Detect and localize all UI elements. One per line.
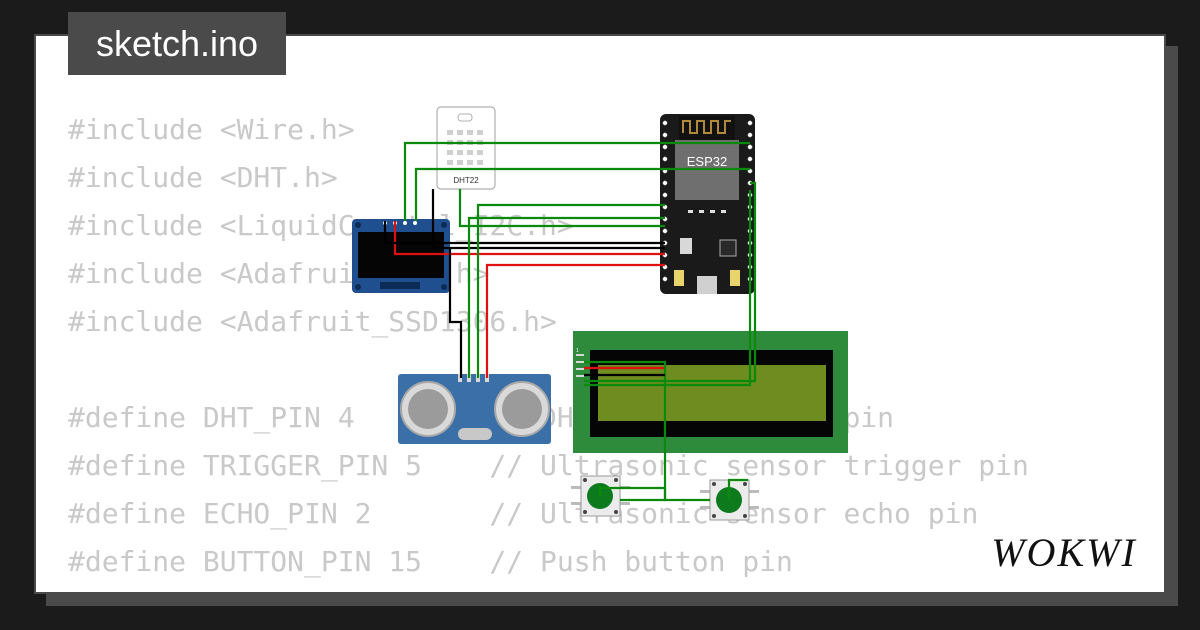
code-line: #include <Wire.h> [68,113,355,146]
hcsr04-sensor[interactable] [398,374,551,444]
wokwi-wordmark: WOKWI [991,530,1137,574]
code-line: #include <Adafruit_SSD1306.h> [68,305,557,338]
file-tab[interactable]: sketch.ino [68,12,286,75]
wokwi-logo: WOKWI [991,530,1137,574]
dht22-sensor[interactable]: DHT22 [436,106,496,190]
dht22-label: DHT22 [453,176,479,185]
code-line: #include <DHT.h> [68,161,338,194]
wires [383,141,757,502]
svg-text:1: 1 [576,348,579,354]
code-line: #define TRIGGER_PIN 5 // Ultrasonic sens… [68,449,1029,482]
esp32-board[interactable]: ESP32 [660,114,755,294]
esp32-label: ESP32 [687,154,727,169]
oled-display[interactable] [352,219,450,293]
lcd-display[interactable]: 1 [573,331,848,453]
code-line: #define BUTTON_PIN 15 // Push button pin [68,545,793,578]
code-editor: #include <Wire.h> #include <DHT.h> #includ… [68,106,1029,592]
code-line: #define ECHO_PIN 2 // Ultrasonic sensor … [68,497,979,530]
code-preview-card: #include <Wire.h> #include <DHT.h> #includ… [34,34,1166,594]
